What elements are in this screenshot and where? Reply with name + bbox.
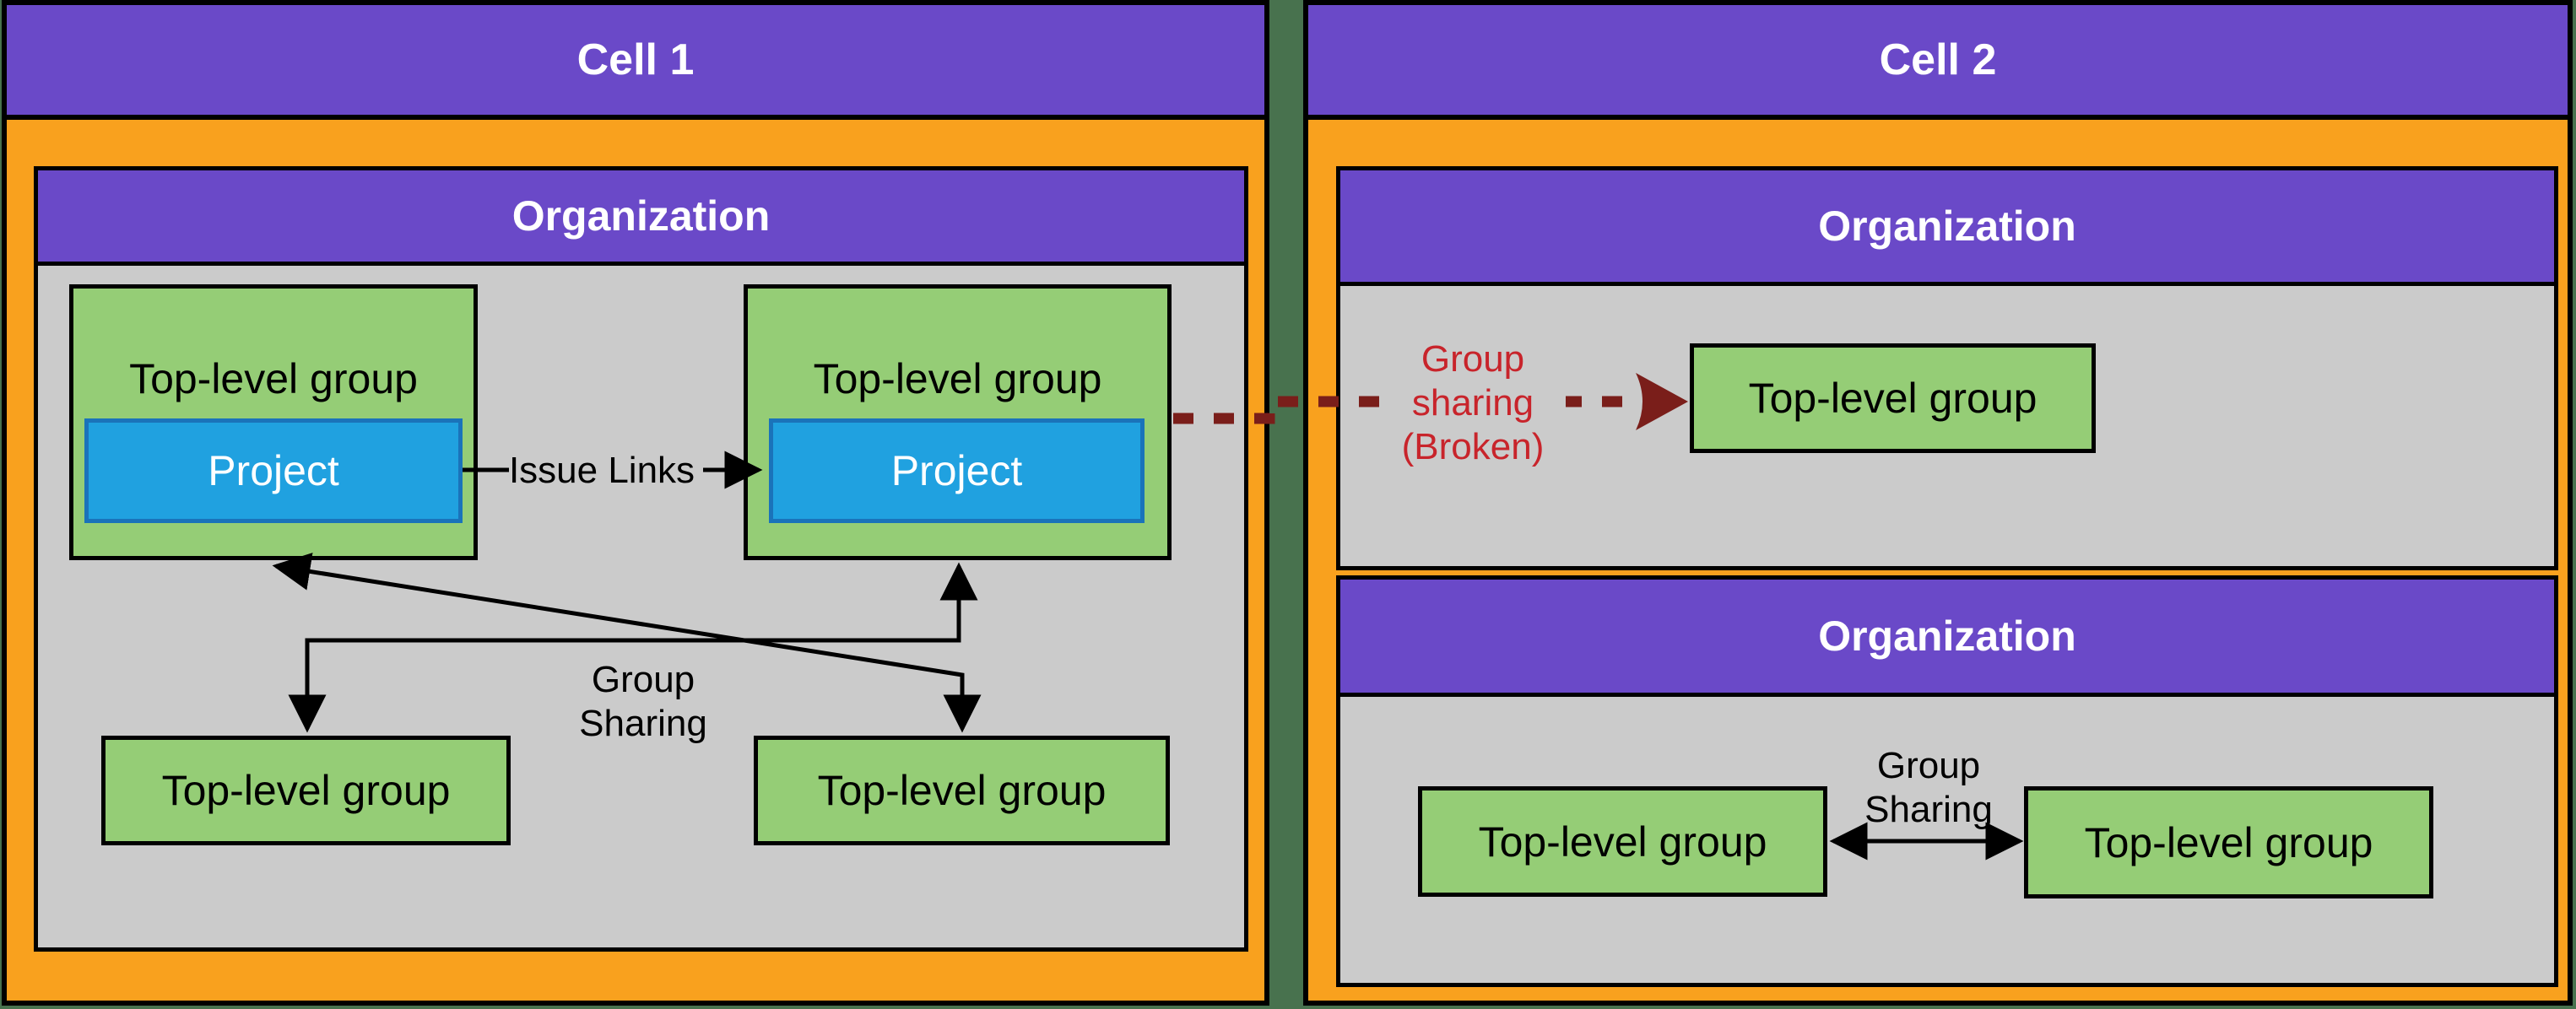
cell1-top-level-group-bottom-left: Top-level group: [101, 736, 511, 845]
group-sharing-line2: Sharing: [1864, 789, 1993, 830]
broken-label-line1: Group: [1421, 338, 1525, 380]
cell2-group-sharing-label: Group Sharing: [1802, 744, 2055, 832]
project-label: Project: [208, 447, 339, 494]
broken-label-line2: sharing: [1411, 382, 1534, 424]
issue-links-label: Issue Links: [508, 450, 695, 491]
top-level-group-label: Top-level group: [1478, 817, 1767, 866]
cell2-organization-bottom-title: Organization: [1818, 612, 2076, 660]
group-sharing-line1: Group: [1876, 745, 1981, 786]
top-level-group-label: Top-level group: [2084, 818, 2373, 866]
project-label: Project: [890, 447, 1023, 494]
cell2-organization-top-title: Organization: [1818, 202, 2076, 250]
cell1-organization-header: Organization: [34, 166, 1248, 266]
cell2-top-level-group-shared: Top-level group: [1690, 343, 2096, 453]
cell-2-title: Cell 2: [1879, 35, 1997, 84]
cell2-organization-top-header: Organization: [1336, 166, 2558, 286]
top-level-group-label: Top-level group: [1748, 375, 2038, 422]
group-sharing-line2: Sharing: [579, 703, 707, 744]
cell2-top-level-group-bottom-left: Top-level group: [1418, 786, 1827, 897]
cell1-group-sharing-label: Group Sharing: [517, 658, 770, 746]
cell1-project-left: Project: [84, 418, 463, 523]
top-level-group-label: Top-level group: [161, 767, 451, 814]
cell2-organization-bottom-header: Organization: [1336, 575, 2558, 697]
top-level-group-label: Top-level group: [813, 355, 1102, 402]
cell-1-header: Cell 1: [2, 0, 1269, 120]
broken-group-sharing-label: Group sharing (Broken): [1380, 337, 1566, 469]
top-level-group-label: Top-level group: [129, 355, 418, 402]
top-level-group-label: Top-level group: [817, 767, 1107, 814]
broken-label-line3: (Broken): [1401, 426, 1545, 467]
cell2-top-level-group-bottom-right: Top-level group: [2024, 786, 2433, 898]
cell-2-header: Cell 2: [1303, 0, 2573, 120]
group-sharing-line1: Group: [591, 659, 695, 700]
cell-1-title: Cell 1: [576, 35, 695, 84]
cell1-organization-title: Organization: [511, 192, 771, 240]
cell1-project-right: Project: [769, 418, 1145, 523]
cell1-top-level-group-bottom-right: Top-level group: [754, 736, 1170, 845]
